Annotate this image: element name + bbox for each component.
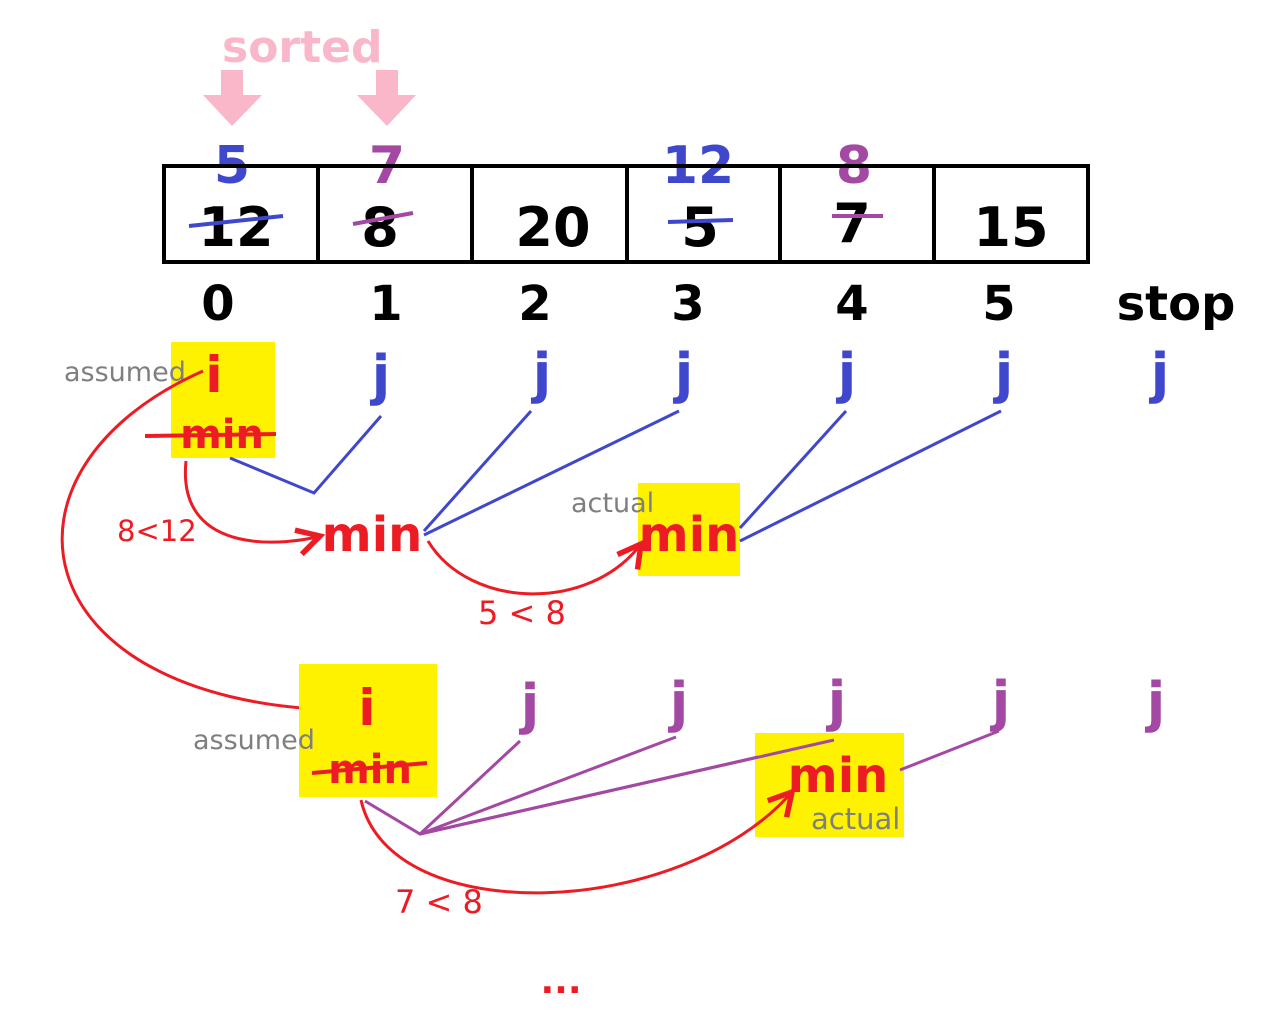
index-2: 2 <box>518 276 551 332</box>
sorted-label: sorted <box>222 22 383 73</box>
pass2-assumed-label: assumed <box>193 725 315 756</box>
pass1-actual-min: min <box>639 507 740 563</box>
pass1-connectors <box>229 409 1002 543</box>
pass2-assumed-min-strike <box>311 761 428 775</box>
pass2-j-0: j <box>519 673 540 736</box>
cell-value-4: 7 <box>833 192 871 255</box>
pass1-assumed-label: assumed <box>64 357 186 388</box>
pass1-assumed-highlight <box>171 342 275 458</box>
cell-value-3: 5 <box>681 196 719 259</box>
index-5: 5 <box>982 276 1015 332</box>
pass2-j-4: j <box>1145 671 1166 734</box>
pass1-actual-label: actual <box>571 488 654 519</box>
pass1-j-2: j <box>673 342 694 405</box>
pass1-j-1: j <box>531 342 552 405</box>
pass1-j-5: j <box>1149 342 1170 405</box>
pass1-j-3: j <box>836 342 857 405</box>
sorted-arrow-0 <box>203 70 262 126</box>
pass-transition-arrow <box>60 369 336 710</box>
pass1-actual-highlight <box>638 483 740 576</box>
pass1-assumed-min-strike <box>144 432 277 438</box>
pass2-i-label: i <box>358 679 375 737</box>
pass1-j-4: j <box>993 342 1014 405</box>
pass2-assumed-highlight <box>299 664 437 797</box>
pass2-j-2: j <box>826 670 847 733</box>
strike-cell-3 <box>667 218 734 224</box>
pass1-compare-2: 5 < 8 <box>478 594 566 632</box>
stop-label: stop <box>1117 276 1236 332</box>
cell-value-1: 8 <box>361 196 399 259</box>
strike-cell-0 <box>188 214 284 228</box>
index-1: 1 <box>369 276 402 332</box>
index-0: 0 <box>201 276 234 332</box>
array-box <box>162 164 1090 264</box>
pass1-arrow-2 <box>426 541 641 596</box>
ellipsis: ... <box>540 961 581 1002</box>
pass2-j-1: j <box>668 671 689 734</box>
cell-value-2: 20 <box>515 196 590 259</box>
pass2-connectors <box>364 729 1000 836</box>
pass2-actual-min: min <box>788 748 889 804</box>
pass2-actual-highlight <box>755 733 904 837</box>
pass2-actual-label: actual <box>811 802 900 836</box>
pass1-mid-min: min <box>322 507 423 563</box>
pass2-arrow-1 <box>359 792 792 895</box>
pass2-compare-1: 7 < 8 <box>395 883 483 921</box>
pass1-arrow-1 <box>184 460 320 542</box>
index-3: 3 <box>671 276 704 332</box>
pass1-compare-1: 8<12 <box>117 514 197 548</box>
pass1-j-0: j <box>370 344 391 407</box>
cell-value-5: 15 <box>973 196 1048 259</box>
index-4: 4 <box>835 276 868 332</box>
strike-cell-1 <box>352 211 414 226</box>
sorted-arrow-1 <box>357 70 416 126</box>
cell-value-0: 12 <box>198 196 273 259</box>
pass1-i-label: i <box>205 346 222 404</box>
pass2-j-3: j <box>990 670 1011 733</box>
